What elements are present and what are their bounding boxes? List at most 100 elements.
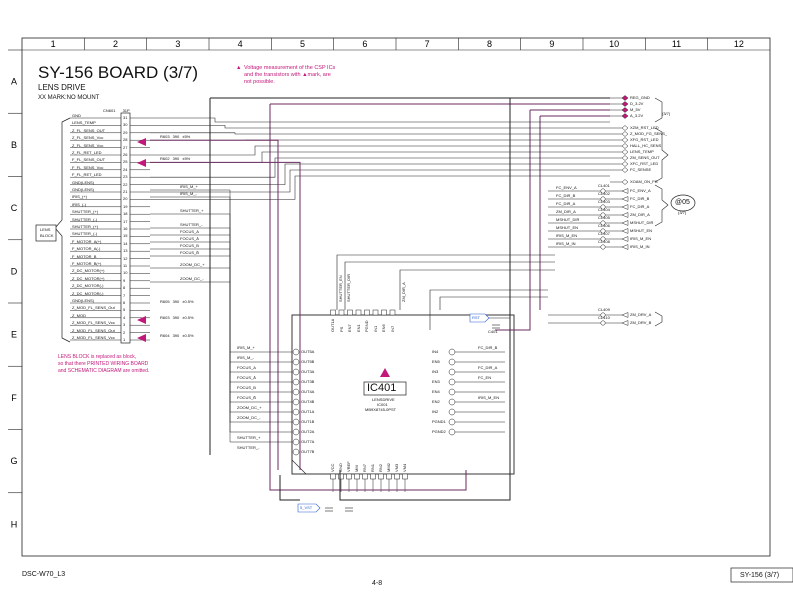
ic401-warning-icon [380, 368, 390, 377]
ic-left-pin-name: OUT5A [301, 349, 315, 354]
ic-pin [381, 309, 387, 316]
connector-pin-number: 23 [123, 174, 128, 180]
offpage-arrow [621, 236, 629, 242]
resistor-ref: R604 [160, 333, 170, 338]
connector-pin-name: SHUTTER_(-) [72, 216, 98, 222]
ic-pin [448, 418, 456, 426]
mid-net-label: SHUTTER_+ [180, 208, 204, 213]
ic-left-net: FOCUS_B [237, 385, 256, 390]
connector-pin-name: GND(LENS) [72, 298, 95, 303]
resistor-val: 390 [172, 156, 180, 161]
power-rails [209, 97, 610, 501]
ic-pin [448, 378, 456, 386]
control-out-name: IRIS_M_IN [630, 244, 650, 249]
drive-wire [150, 248, 292, 413]
column-number: 4 [238, 39, 243, 49]
bottom-signal-name: ZM_DRV_A [630, 312, 652, 317]
ic401-bottom-pins [330, 473, 408, 492]
connector-pin-name: Z_FL_RET_LED [72, 150, 102, 155]
page-link-sub: (3/7) [678, 210, 687, 215]
connector-pin-name: Z_MOD_FL_SENS_Vcc [72, 335, 115, 340]
ic-right-net: FC_DIR_A [478, 365, 498, 370]
signal-bus-lines [150, 95, 629, 470]
ic-pin [354, 473, 360, 480]
connector-pin-name: LENS_TEMP [72, 120, 96, 126]
ic-pin [330, 473, 336, 480]
connector-pin-name: F_MOTOR_B [72, 253, 97, 259]
connector-pin-name: Z_MOD_FL_SENS_Out [72, 305, 115, 311]
mid-net-label: FOCUS_B [180, 243, 199, 248]
page-link-bracket-3 [654, 97, 663, 123]
column-number: 12 [734, 39, 744, 49]
ic-bottom-pin-name: RN1 [370, 463, 375, 472]
drive-wire [150, 213, 292, 373]
ic-pin [448, 368, 456, 376]
mid-net-label: ZOOM_DC_- [180, 276, 204, 281]
row-letter: G [10, 456, 17, 466]
connector-pin-number: 12 [123, 255, 128, 261]
connector-pin-number: 29 [123, 129, 128, 135]
ic-left-pin-name: OUT3A [301, 369, 315, 374]
ic-left-pin-name: OUT7A [301, 439, 315, 444]
ic-pin [292, 448, 300, 456]
ic-left-net: IRIS_M_+ [237, 345, 255, 350]
connector-pin-number: 18 [123, 211, 128, 217]
bus-line [150, 145, 610, 156]
ic-left-net: IRIS_M_- [237, 355, 254, 360]
ic-top-pin-name: EN1 [355, 324, 361, 332]
test-point-arrows [137, 138, 146, 342]
connector-pin-name: IRIS_(-) [72, 201, 86, 207]
resistor-tol: ±0.5% [182, 299, 194, 304]
connector-pin-name: F_MOTOR_A(-) [72, 246, 101, 252]
bottom-cl-ref: CL409 [598, 307, 610, 312]
connector-pin-name: Z_DC_MOTOR(-) [72, 290, 104, 296]
resistor-ref: R602 [160, 156, 170, 161]
ic-pin [448, 408, 456, 416]
footer-sheet-box [730, 567, 793, 583]
bus-line [150, 163, 610, 185]
cn601-body [120, 112, 131, 344]
offpage-arrow [610, 107, 629, 113]
control-out-name: FC_DIR_A [630, 204, 650, 209]
column-number: 6 [362, 39, 367, 49]
connector-pin-name: SHUTTER_(-) [72, 231, 98, 237]
row-letter: D [11, 266, 18, 276]
connector-pin-number: 1 [123, 337, 126, 342]
page-link-circle [670, 194, 696, 212]
ic-pin [394, 473, 400, 480]
footer-model: DSC-W70_L3 [22, 571, 66, 578]
connector-pin-number: 5 [123, 307, 126, 313]
lens-note-line: LENS BLOCK is replaced as block, [58, 354, 137, 360]
offpage-arrow [610, 143, 629, 149]
control-out-name: FC_DIR_B [630, 196, 650, 201]
ic-bottom-pin-name: RN7 [362, 463, 367, 472]
control-out-name: MSHUT_EN [630, 228, 653, 233]
connector-pin-name: Z_DC_MOTOR(+) [72, 268, 105, 274]
offpage-arrow [621, 188, 629, 194]
ic-left-net: FOCUS_A [237, 365, 256, 370]
top-net-wires [336, 254, 555, 310]
connector-pin-number: 2 [123, 329, 126, 335]
ic-pin [292, 388, 300, 396]
mid-net-label: IRIS_M_- [180, 191, 197, 196]
ic-left-pin-name: OUT4A [301, 389, 315, 394]
control-signal-name: MSHUT_EN [556, 225, 579, 230]
mid-net-label: FOCUS_B̄ [180, 250, 199, 255]
connector-pin-number: 19 [123, 203, 128, 209]
offpage-arrow [610, 167, 629, 173]
ic-left-net: FOCUS_B̄ [237, 395, 256, 400]
offpage-signal-name: A_3.2V [630, 113, 644, 118]
ic-pin [448, 388, 456, 396]
offpage-arrow [610, 125, 629, 131]
page-link-label[interactable]: @05 [675, 199, 690, 206]
offpage-arrow [610, 149, 629, 155]
resistor-tol: ±0.5% [182, 315, 194, 320]
control-cl-ref: CL401 [598, 183, 610, 188]
cap-label: C401 [488, 329, 498, 334]
offpage-signal-name: XOAM_ON_FG [630, 179, 658, 184]
ic-pin [292, 408, 300, 416]
connector-ref: CN601 31P [103, 109, 130, 113]
top-net-label: ZM_DIR_A [401, 282, 406, 302]
bus-line [150, 132, 610, 135]
